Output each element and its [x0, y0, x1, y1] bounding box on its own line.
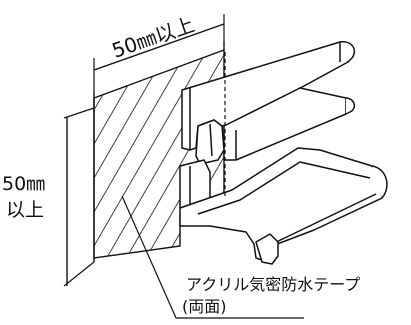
- dimension-left: 50㎜ 以上: [2, 107, 95, 287]
- tape-leader: [121, 195, 304, 319]
- tape-label: アクリル気密防水テープ: [186, 275, 360, 294]
- dim-top-label: 50㎜以上: [109, 12, 198, 63]
- dim-left-value: 50㎜: [2, 173, 45, 195]
- dim-left-suffix: 以上: [6, 199, 44, 221]
- flashing-profile: [179, 41, 388, 265]
- tape-sub-label: (両面): [182, 297, 227, 316]
